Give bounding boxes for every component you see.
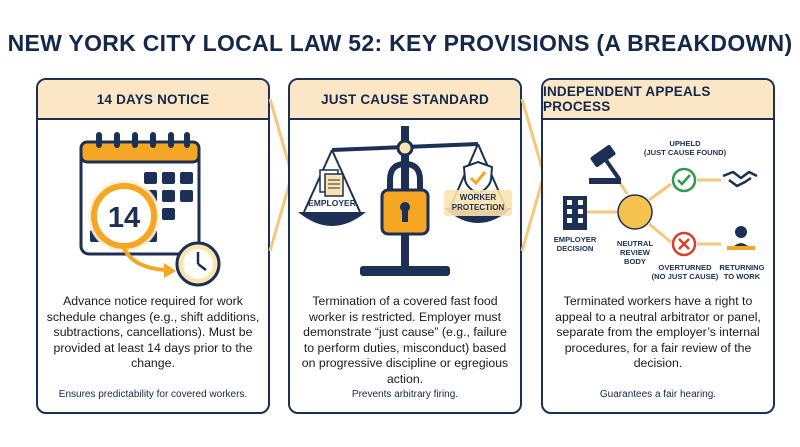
upheld-line2: (JUST CAUSE FOUND) bbox=[644, 148, 727, 157]
handshake-icon bbox=[722, 170, 758, 188]
employer-decision-line1: EMPLOYER bbox=[554, 235, 597, 244]
check-icon bbox=[671, 167, 697, 193]
employer-label: EMPLOYER bbox=[308, 198, 356, 208]
card-description: Terminated workers have a right to appea… bbox=[555, 294, 761, 371]
neutral-review-line2: REVIEW bbox=[620, 248, 651, 257]
upheld-line1: UPHELD bbox=[669, 139, 701, 148]
calendar-clock-illustration: 14 bbox=[79, 132, 221, 287]
page-title: NEW YORK CITY LOCAL LAW 52: KEY PROVISIO… bbox=[7, 30, 793, 56]
card-footer: Guarantees a fair hearing. bbox=[599, 389, 717, 400]
documents-icon bbox=[319, 169, 344, 197]
card-heading: 14 DAYS NOTICE bbox=[38, 80, 268, 120]
building-icon bbox=[563, 196, 587, 230]
shield-check-icon bbox=[462, 160, 494, 196]
calendar-number: 14 bbox=[108, 202, 140, 234]
padlock-icon bbox=[380, 160, 430, 236]
neutral-review-line1: NEUTRAL bbox=[617, 239, 654, 248]
card-heading: INDEPENDENT APPEALS PROCESS bbox=[543, 80, 773, 120]
worker-laptop-icon bbox=[727, 226, 755, 250]
card-independent-appeals-process: INDEPENDENT APPEALS PROCESS EMPLOYER DEC… bbox=[541, 78, 775, 414]
returning-line1: RETURNING bbox=[719, 263, 764, 272]
card-just-cause-standard: JUST CAUSE STANDARD EMPLOYER WORKER PROT… bbox=[288, 78, 522, 414]
overturned-line2: (NO JUST CAUSE) bbox=[652, 272, 719, 281]
returning-line2: TO WORK bbox=[724, 272, 761, 281]
scale-illustration: EMPLOYER WORKER PROTECTION bbox=[298, 126, 512, 276]
card-heading: JUST CAUSE STANDARD bbox=[290, 80, 520, 120]
worker-protection-label-line2: PROTECTION bbox=[452, 203, 505, 212]
card-footer: Ensures predictability for covered worke… bbox=[58, 389, 248, 400]
card-description: Advance notice required for work schedul… bbox=[46, 294, 260, 371]
x-icon bbox=[671, 231, 697, 257]
neutral-review-line3: BODY bbox=[624, 257, 646, 266]
clock-icon bbox=[175, 241, 221, 287]
overturned-line1: OVERTURNED bbox=[658, 263, 712, 272]
card-description: Termination of a covered fast food worke… bbox=[301, 294, 509, 386]
neutral-review-node bbox=[617, 194, 653, 230]
employer-decision-line2: DECISION bbox=[557, 244, 594, 253]
appeals-flow-illustration: EMPLOYER DECISION NEUTRAL REVIEW BODY UP… bbox=[554, 139, 765, 281]
card-14-days-notice: 14 DAYS NOTICE 14 Advance not bbox=[36, 78, 270, 414]
card-footer: Prevents arbitrary firing. bbox=[351, 389, 459, 400]
gavel-icon bbox=[590, 144, 621, 181]
worker-protection-label-line1: WORKER bbox=[460, 193, 497, 202]
